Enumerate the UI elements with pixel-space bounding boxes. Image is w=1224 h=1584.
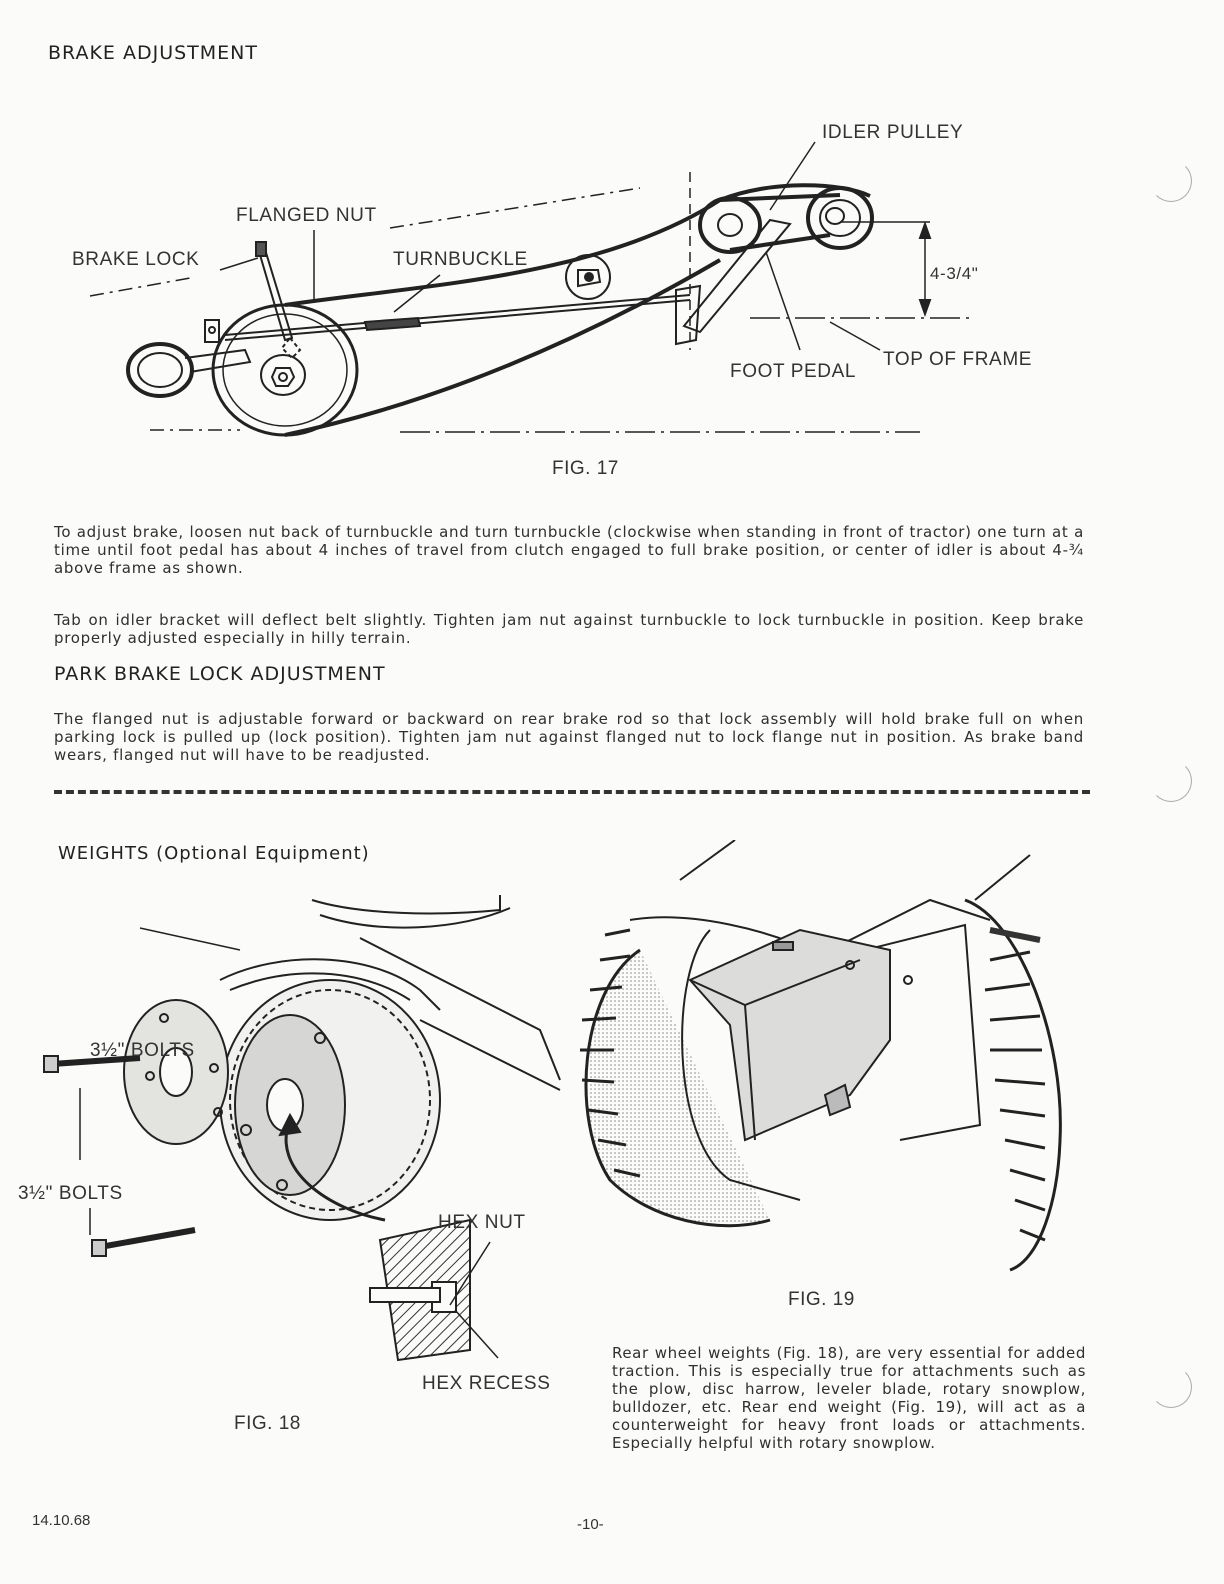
weights-paragraph: Rear wheel weights (Fig. 18), are very e…: [612, 1344, 1086, 1452]
label-brake-lock: BRAKE LOCK: [72, 249, 200, 270]
fig19-rear-weight-diagram: [580, 840, 1062, 1272]
weights-heading: WEIGHTS (Optional Equipment): [58, 843, 370, 864]
label-top-of-frame: TOP OF FRAME: [883, 349, 1033, 370]
brake-adjustment-heading: BRAKE ADJUSTMENT: [48, 42, 258, 64]
fig17-caption: FIG. 17: [552, 458, 619, 479]
fig18-wheel-weights-diagram: [43, 895, 561, 1362]
label-bolts-upper-text: 3½" BOLTS: [90, 1040, 195, 1061]
label-hex-recess: HEX RECESS: [422, 1373, 551, 1394]
fig17-brake-diagram: [89, 141, 975, 437]
park-brake-lock-paragraph: The flanged nut is adjustable forward or…: [54, 710, 1084, 764]
park-brake-lock-heading: PARK BRAKE LOCK ADJUSTMENT: [54, 663, 386, 685]
fig18-caption: FIG. 18: [234, 1413, 301, 1434]
binder-hole-mark: [1150, 160, 1192, 202]
label-hex-nut: HEX NUT: [438, 1212, 526, 1233]
footer-page-number: -10-: [577, 1516, 604, 1533]
binder-hole-mark: [1150, 1366, 1192, 1408]
brake-adjustment-paragraph-1: To adjust brake, loosen nut back of turn…: [54, 523, 1084, 577]
label-idler-pulley: IDLER PULLEY: [822, 122, 964, 143]
fig19-caption: FIG. 19: [788, 1289, 855, 1310]
footer-date: 14.10.68: [32, 1512, 91, 1529]
label-flanged-nut: FLANGED NUT: [236, 205, 377, 226]
label-bolts-lower-text: 3½" BOLTS: [18, 1183, 123, 1204]
section-divider: [54, 790, 1090, 794]
binder-hole-mark: [1150, 760, 1192, 802]
label-turnbuckle: TURNBUCKLE: [393, 249, 528, 270]
label-dimension: 4-3/4": [930, 264, 979, 283]
label-foot-pedal: FOOT PEDAL: [730, 361, 857, 382]
brake-adjustment-paragraph-2: Tab on idler bracket will deflect belt s…: [54, 611, 1084, 647]
